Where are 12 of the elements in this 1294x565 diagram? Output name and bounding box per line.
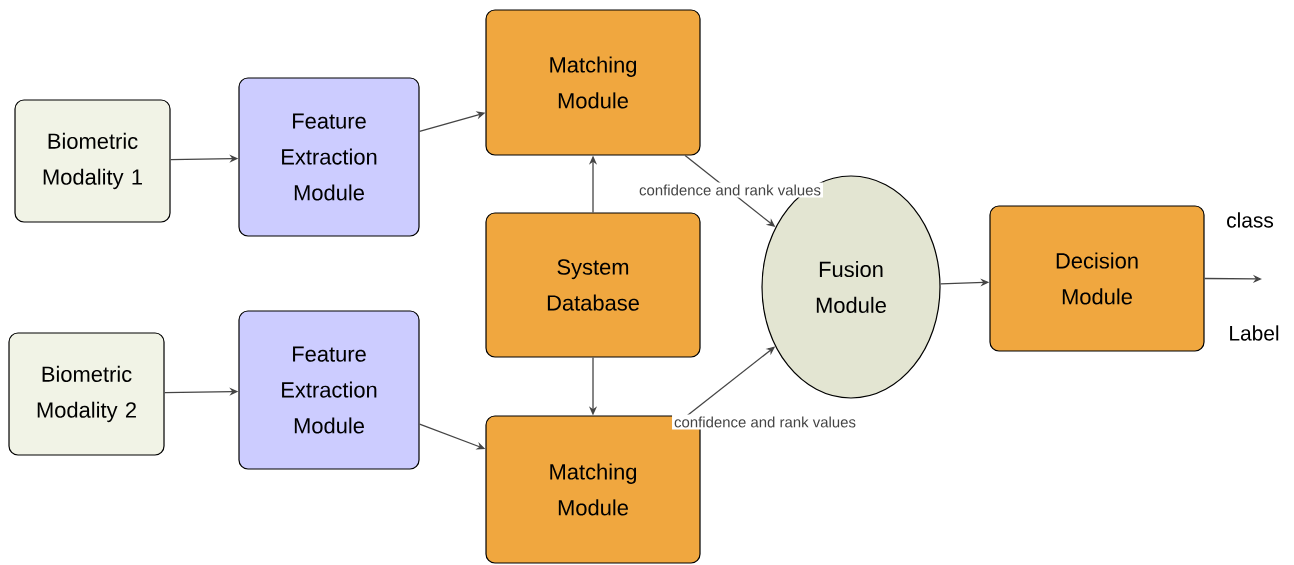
process-box: Decision Module bbox=[989, 205, 1205, 352]
process-box: Feature Extraction Module bbox=[238, 310, 420, 470]
arrow bbox=[1203, 274, 1262, 283]
edge-label: confidence and rank values bbox=[672, 414, 858, 430]
output-label: class bbox=[1227, 212, 1274, 228]
edge-label: confidence and rank values bbox=[637, 182, 823, 198]
input-box: Biometric Modality 2 bbox=[8, 332, 165, 456]
process-box: System Database bbox=[485, 212, 701, 358]
process-box: Matching Module bbox=[485, 9, 701, 156]
input-box: Biometric Modality 1 bbox=[14, 99, 171, 223]
process-box: Feature Extraction Module bbox=[238, 77, 420, 237]
output-label: Label bbox=[1230, 325, 1279, 341]
